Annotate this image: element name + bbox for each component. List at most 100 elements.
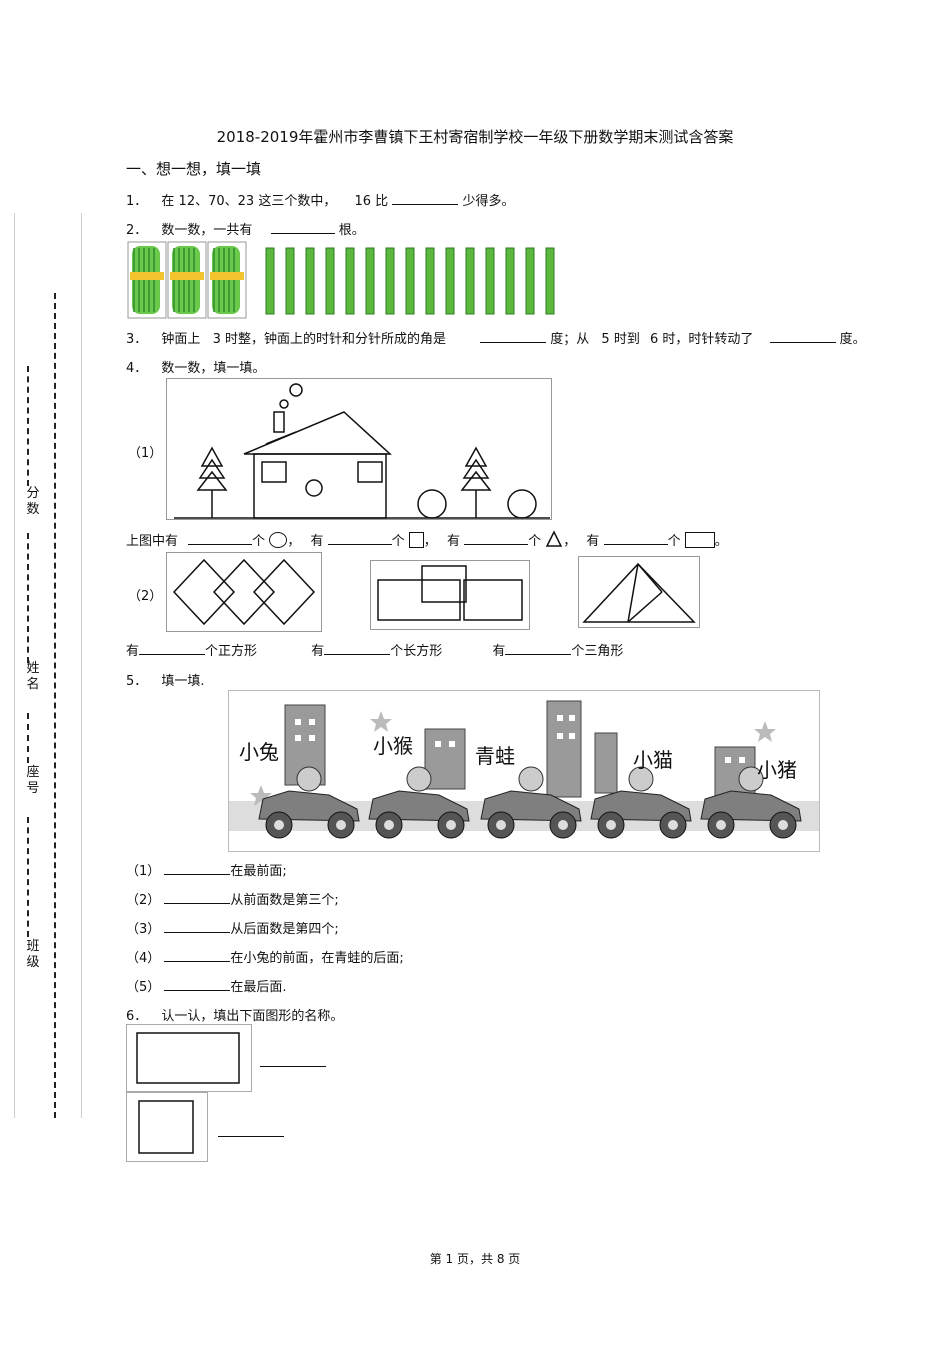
q2-answer-blank[interactable] [270, 220, 335, 234]
q4-row2-you-2: 有 [311, 644, 325, 659]
q5-item-4-label: （4） [126, 951, 161, 966]
binding-dash-left-2 [27, 533, 29, 663]
animal-cars-image: 小兔 小猴 青蛙 小猫 小猪 [228, 690, 820, 852]
q5-item-5-label: （5） [126, 980, 161, 995]
q5-item-1-text: 在最前面; [230, 864, 287, 879]
animal-label-rabbit: 小兔 [239, 741, 279, 764]
single-stick [365, 247, 375, 315]
q6-rectangle-figure [126, 1024, 252, 1092]
q5-item-4: （4） 在小兔的前面，在青蛙的后面; [126, 947, 404, 966]
q4-ge-1: 个 [252, 534, 266, 549]
q5-item-2: （2） 从前面数是第三个; [126, 889, 339, 908]
q2-text-a: 数一数，一共有 [161, 223, 253, 238]
q4-row2-you-1: 有 [126, 644, 140, 659]
q4-row2-triangles-text: 个三角形 [571, 644, 624, 659]
q5-item-5: （5） 在最后面. [126, 976, 287, 995]
q5-number: 5． [126, 674, 148, 689]
q4-blank-squares[interactable] [139, 641, 206, 655]
q3-text-f: 度。 [839, 332, 866, 347]
page-title: 2018-2019年霍州市李曹镇下王村寄宿制学校一年级下册数学期末测试含答案 [216, 128, 734, 146]
q4-fill-row-2: 有个正方形 有个长方形 有个三角形 [126, 640, 623, 659]
toy-car [480, 766, 582, 839]
q4-comma-2: ， [423, 534, 437, 549]
stick-bundle-2 [167, 241, 207, 319]
q5-item-2-text: 从前面数是第三个; [230, 893, 339, 908]
rectangles-figure [370, 560, 530, 630]
q4-row2-rectangles-text: 个长方形 [390, 644, 443, 659]
q4-blank-rectangle[interactable] [603, 531, 668, 545]
square-shape [126, 1092, 208, 1162]
house-drawing [166, 378, 552, 520]
q4-blank-triangles[interactable] [505, 641, 572, 655]
binding-name-label: 姓名 [26, 661, 40, 692]
q4-sub1-label: （1） [128, 446, 163, 461]
section-heading: 一、想一想，填一填 [126, 160, 262, 178]
binding-dash-left-3 [27, 713, 29, 763]
toy-car [368, 766, 470, 839]
q3-text-d: 5 时到 [601, 332, 640, 347]
binding-dash-left-4 [27, 817, 29, 937]
q2-text-b: 根。 [338, 223, 365, 238]
q6-number: 6． [126, 1009, 148, 1024]
q4-blank-rectangles[interactable] [324, 641, 391, 655]
single-stick [545, 247, 555, 315]
triangles-drawing [578, 556, 700, 628]
animal-cars-illustration: 小兔 小猴 青蛙 小猫 小猪 [229, 700, 819, 839]
single-stick [325, 247, 335, 315]
q4-ge-2: 个 [391, 534, 405, 549]
question-4: 4． 数一数，填一填。 [126, 357, 265, 376]
stick-bundle-1 [127, 241, 167, 319]
single-stick [385, 247, 395, 315]
q1-answer-blank[interactable] [392, 191, 459, 205]
question-6: 6． 认一认，填出下面图形的名称。 [126, 1005, 343, 1024]
binding-inner-line [81, 213, 82, 1118]
q6-square-answer-blank[interactable] [218, 1136, 284, 1137]
q3-number: 3． [126, 332, 148, 347]
q5-item-5-blank[interactable] [164, 977, 231, 991]
animal-label-monkey: 小猴 [373, 735, 413, 758]
q4-ge-3: 个 [528, 534, 542, 549]
toy-car [700, 766, 802, 839]
q5-item-1-blank[interactable] [164, 861, 231, 875]
q6-text: 认一认，填出下面图形的名称。 [161, 1009, 344, 1024]
q6-rectangle-answer-blank[interactable] [260, 1066, 326, 1067]
toy-car [590, 766, 692, 839]
q3-answer-blank-1[interactable] [480, 329, 547, 343]
q4-blank-triangle[interactable] [464, 531, 529, 545]
q5-item-3-label: （3） [126, 922, 161, 937]
single-stick [505, 247, 515, 315]
house-figure [166, 378, 552, 520]
q4-ge-4: 个 [667, 534, 681, 549]
q4-row2-squares-text: 个正方形 [205, 644, 258, 659]
toy-car [258, 766, 360, 839]
single-stick [265, 247, 275, 315]
question-2: 2． 数一数，一共有 根。 [126, 219, 365, 238]
q4-blank-circle[interactable] [188, 531, 253, 545]
animal-label-cat: 小猫 [633, 749, 673, 772]
q5-item-3-text: 从后面数是第四个; [230, 922, 339, 937]
single-stick [445, 247, 455, 315]
single-stick [345, 247, 355, 315]
single-stick [465, 247, 475, 315]
q6-square-figure [126, 1092, 208, 1162]
q5-item-2-blank[interactable] [164, 890, 231, 904]
q4-blank-square[interactable] [327, 531, 392, 545]
q3-answer-blank-2[interactable] [769, 329, 836, 343]
rectangles-drawing [370, 560, 530, 630]
q5-text: 填一填. [161, 674, 205, 689]
single-sticks [265, 247, 555, 315]
q4-fill-row-1: 上图中有 个 ， 有 个 ， 有 个 ， 有 个 。 [126, 530, 728, 549]
q3-text-a: 钟面上 [161, 332, 201, 347]
q5-item-3-blank[interactable] [164, 919, 231, 933]
q1-text-c: 少得多。 [462, 194, 515, 209]
q3-text-c: 度；从 [550, 332, 590, 347]
question-1: 1． 在 12、70、23 这三个数中， 16 比 少得多。 [126, 190, 514, 209]
q5-item-4-text: 在小兔的前面，在青蛙的后面; [230, 951, 404, 966]
q5-item-4-blank[interactable] [164, 948, 231, 962]
binding-dash-left-1 [27, 366, 29, 486]
binding-outer-line [14, 213, 15, 1118]
triangles-figure [578, 556, 700, 628]
single-stick [485, 247, 495, 315]
q4-comma-1: ， [287, 534, 301, 549]
cars [258, 766, 802, 839]
